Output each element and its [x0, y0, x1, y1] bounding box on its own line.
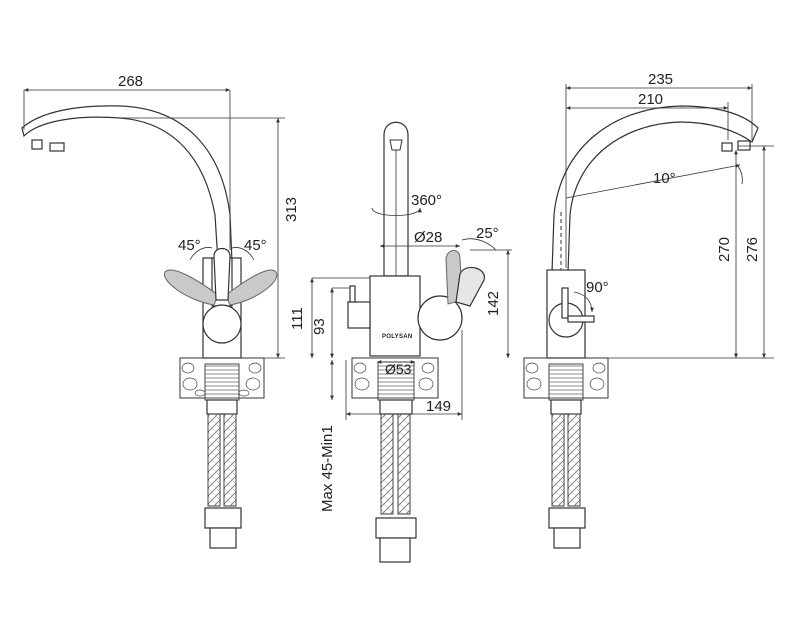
left-hose-2 [223, 413, 237, 507]
left-angle-arc-right [231, 247, 255, 261]
right-hose-1 [551, 413, 565, 507]
right-thread [548, 363, 584, 401]
right-angle-arc [573, 291, 594, 313]
front-handle-ghost [455, 266, 485, 307]
dim-10: 10° [653, 170, 676, 187]
left-angle-arc-left [189, 247, 213, 261]
front-small-handle [349, 285, 356, 303]
dim-45-right: 45° [244, 237, 267, 254]
right-nut [550, 399, 582, 415]
dim-313: 313 [283, 197, 300, 222]
left-view: 268 313 45° 45° [21, 73, 300, 549]
dim-111: 111 [289, 307, 306, 330]
right-angle-arc-10 [737, 165, 743, 185]
left-spout-tip [31, 139, 43, 150]
dim-210: 210 [638, 91, 663, 108]
left-handle-hub [202, 304, 242, 344]
dim-25: 25° [476, 225, 499, 242]
dim-360: 360° [411, 192, 442, 209]
front-fitting [375, 517, 417, 539]
left-pebbles [181, 362, 262, 397]
left-handle-right [225, 269, 278, 306]
front-hose-1 [380, 413, 394, 515]
left-handle-top [213, 247, 231, 301]
dim-149: 149 [426, 398, 451, 415]
left-fitting-2 [209, 527, 237, 549]
right-spout-angle-line [565, 163, 741, 199]
front-rotation-arrow [371, 207, 422, 216]
front-pebbles [353, 362, 435, 391]
dim-d53: Ø53 [385, 361, 412, 377]
dim-countertop: Max 45-Min1 [319, 425, 336, 512]
right-pebbles [525, 362, 606, 391]
front-view: 360° Ø28 POLYSAN Ø53 [289, 121, 512, 563]
left-spout-tip-2 [49, 142, 65, 152]
dim-45-left: 45° [178, 237, 201, 254]
dim-276: 276 [744, 237, 761, 262]
front-nut [379, 399, 413, 415]
right-spout [551, 105, 759, 273]
front-body [369, 275, 421, 357]
left-spout [21, 105, 233, 263]
right-spout-tip [721, 142, 733, 152]
dim-d28: Ø28 [414, 229, 442, 246]
front-thread [377, 361, 415, 401]
right-lever-horizontal [567, 315, 595, 323]
front-hose-2 [397, 413, 411, 515]
dim-90: 90° [586, 279, 609, 296]
right-hose-2 [567, 413, 581, 507]
front-fitting-2 [379, 537, 411, 563]
right-spout-tip-2 [737, 140, 751, 151]
dim-93: 93 [311, 318, 328, 335]
left-hose-1 [207, 413, 221, 507]
right-fitting-2 [553, 527, 581, 549]
dim-270: 270 [716, 237, 733, 262]
front-cartridge [347, 301, 371, 329]
dim-142: 142 [485, 291, 502, 316]
left-thread [204, 363, 240, 401]
left-fitting [204, 507, 242, 529]
front-spout-tip [389, 139, 403, 151]
dim-268: 268 [118, 73, 143, 90]
left-nut [206, 399, 238, 415]
front-handle-hub [417, 295, 463, 341]
front-angle-arc [461, 238, 497, 251]
dim-235: 235 [648, 71, 673, 88]
brand-label: POLYSAN [382, 334, 413, 340]
right-view: 90° 235 210 10° 270 276 [523, 71, 774, 549]
right-lever-vertical [561, 287, 569, 319]
right-fitting [548, 507, 586, 529]
